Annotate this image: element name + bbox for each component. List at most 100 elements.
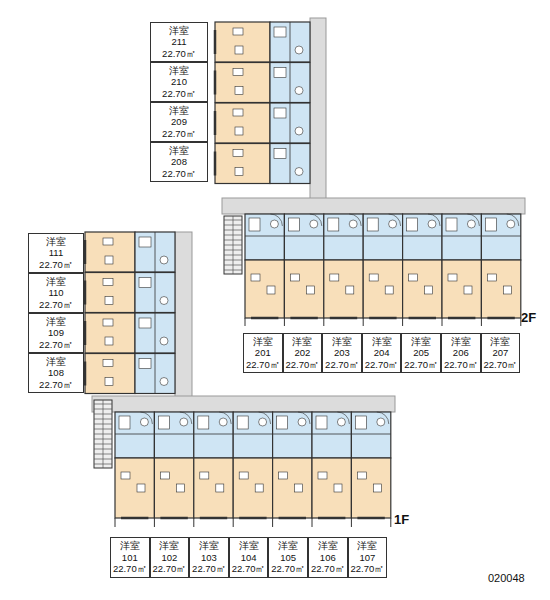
room-label-box: 洋室10522.70㎡ bbox=[268, 537, 308, 578]
desk bbox=[357, 472, 366, 479]
toilet bbox=[160, 337, 168, 345]
plan-stroke bbox=[403, 236, 442, 237]
wet-area bbox=[273, 412, 312, 458]
plan-stroke bbox=[442, 318, 443, 326]
bath bbox=[288, 218, 299, 231]
window bbox=[84, 240, 87, 264]
desk bbox=[330, 274, 339, 281]
desk bbox=[103, 279, 113, 286]
room-label-box: 洋室20322.70㎡ bbox=[322, 333, 362, 373]
toilet bbox=[507, 220, 515, 228]
window bbox=[214, 152, 217, 176]
corridor bbox=[92, 396, 395, 412]
room-number: 201 bbox=[255, 347, 271, 359]
room-number: 111 bbox=[49, 247, 63, 259]
room-number: 204 bbox=[374, 347, 390, 359]
toilet bbox=[160, 378, 168, 386]
desk bbox=[318, 472, 327, 479]
desk bbox=[369, 274, 378, 281]
room-number: 110 bbox=[48, 287, 63, 299]
bath bbox=[274, 68, 286, 78]
room-area: 22.70㎡ bbox=[286, 359, 320, 371]
plan-stroke bbox=[351, 434, 390, 435]
door bbox=[298, 412, 310, 424]
room bbox=[233, 458, 272, 518]
chair bbox=[255, 484, 263, 492]
window bbox=[214, 111, 217, 135]
toilet bbox=[160, 297, 168, 305]
plan-stroke bbox=[290, 144, 291, 184]
wet-area bbox=[270, 22, 310, 62]
room-area: 22.70㎡ bbox=[162, 88, 196, 100]
room-number: 208 bbox=[171, 156, 187, 168]
bath bbox=[237, 416, 248, 429]
toilet bbox=[295, 127, 303, 135]
desk bbox=[121, 472, 130, 479]
chair bbox=[334, 484, 342, 492]
toilet bbox=[259, 418, 267, 426]
room bbox=[481, 260, 520, 318]
plan-stroke bbox=[245, 318, 246, 326]
wet-area bbox=[270, 63, 310, 103]
window bbox=[409, 317, 436, 320]
chair bbox=[235, 46, 243, 54]
room bbox=[115, 458, 154, 518]
plan-stroke bbox=[290, 63, 291, 103]
plan-stroke bbox=[194, 434, 233, 435]
wet-area bbox=[135, 273, 175, 313]
door bbox=[180, 412, 192, 424]
room-label-box: 洋室20522.70㎡ bbox=[401, 333, 441, 373]
room-area: 22.70㎡ bbox=[271, 563, 305, 575]
stairs bbox=[224, 216, 242, 274]
door bbox=[507, 214, 519, 226]
bath bbox=[139, 237, 151, 247]
door bbox=[140, 412, 152, 424]
toilet bbox=[160, 256, 168, 264]
toilet bbox=[219, 418, 227, 426]
room-type: 洋室 bbox=[490, 336, 510, 348]
window bbox=[84, 321, 87, 345]
room bbox=[215, 22, 270, 62]
wet-area bbox=[233, 412, 272, 458]
toilet bbox=[295, 168, 303, 176]
toilet bbox=[140, 418, 148, 426]
window bbox=[330, 317, 357, 320]
room bbox=[324, 260, 363, 318]
bath bbox=[274, 27, 286, 37]
room-type: 洋室 bbox=[411, 336, 431, 348]
bath bbox=[119, 416, 130, 429]
room bbox=[442, 260, 481, 318]
wet-area bbox=[324, 214, 363, 260]
room-area: 22.70㎡ bbox=[153, 563, 187, 575]
room-label-box: 洋室11122.70㎡ bbox=[28, 233, 84, 273]
desk bbox=[290, 274, 299, 281]
room-type: 洋室 bbox=[278, 540, 298, 552]
door bbox=[310, 214, 322, 226]
room-number: 107 bbox=[359, 552, 375, 564]
desk bbox=[103, 319, 113, 326]
room-label-box: 洋室20822.70㎡ bbox=[150, 142, 208, 182]
chair bbox=[503, 286, 511, 294]
desk bbox=[448, 274, 457, 281]
plan-stroke bbox=[402, 318, 403, 326]
room bbox=[284, 260, 323, 318]
room-number: 210 bbox=[171, 76, 187, 88]
room bbox=[403, 260, 442, 318]
bath bbox=[367, 218, 378, 231]
room bbox=[312, 458, 351, 518]
room-area: 22.70㎡ bbox=[365, 359, 399, 371]
corridor bbox=[222, 198, 525, 214]
room-number: 202 bbox=[294, 347, 310, 359]
room-type: 洋室 bbox=[46, 316, 66, 328]
plan-stroke bbox=[290, 103, 291, 143]
room-label-box: 洋室10822.70㎡ bbox=[28, 353, 84, 393]
chair bbox=[346, 286, 354, 294]
plan-stroke bbox=[323, 318, 324, 326]
wet-area bbox=[245, 214, 284, 260]
plan-stroke bbox=[103, 400, 104, 468]
bath bbox=[198, 416, 209, 429]
plan-stroke bbox=[351, 518, 352, 527]
bath bbox=[446, 218, 457, 231]
chair bbox=[105, 337, 113, 345]
chair bbox=[235, 87, 243, 95]
